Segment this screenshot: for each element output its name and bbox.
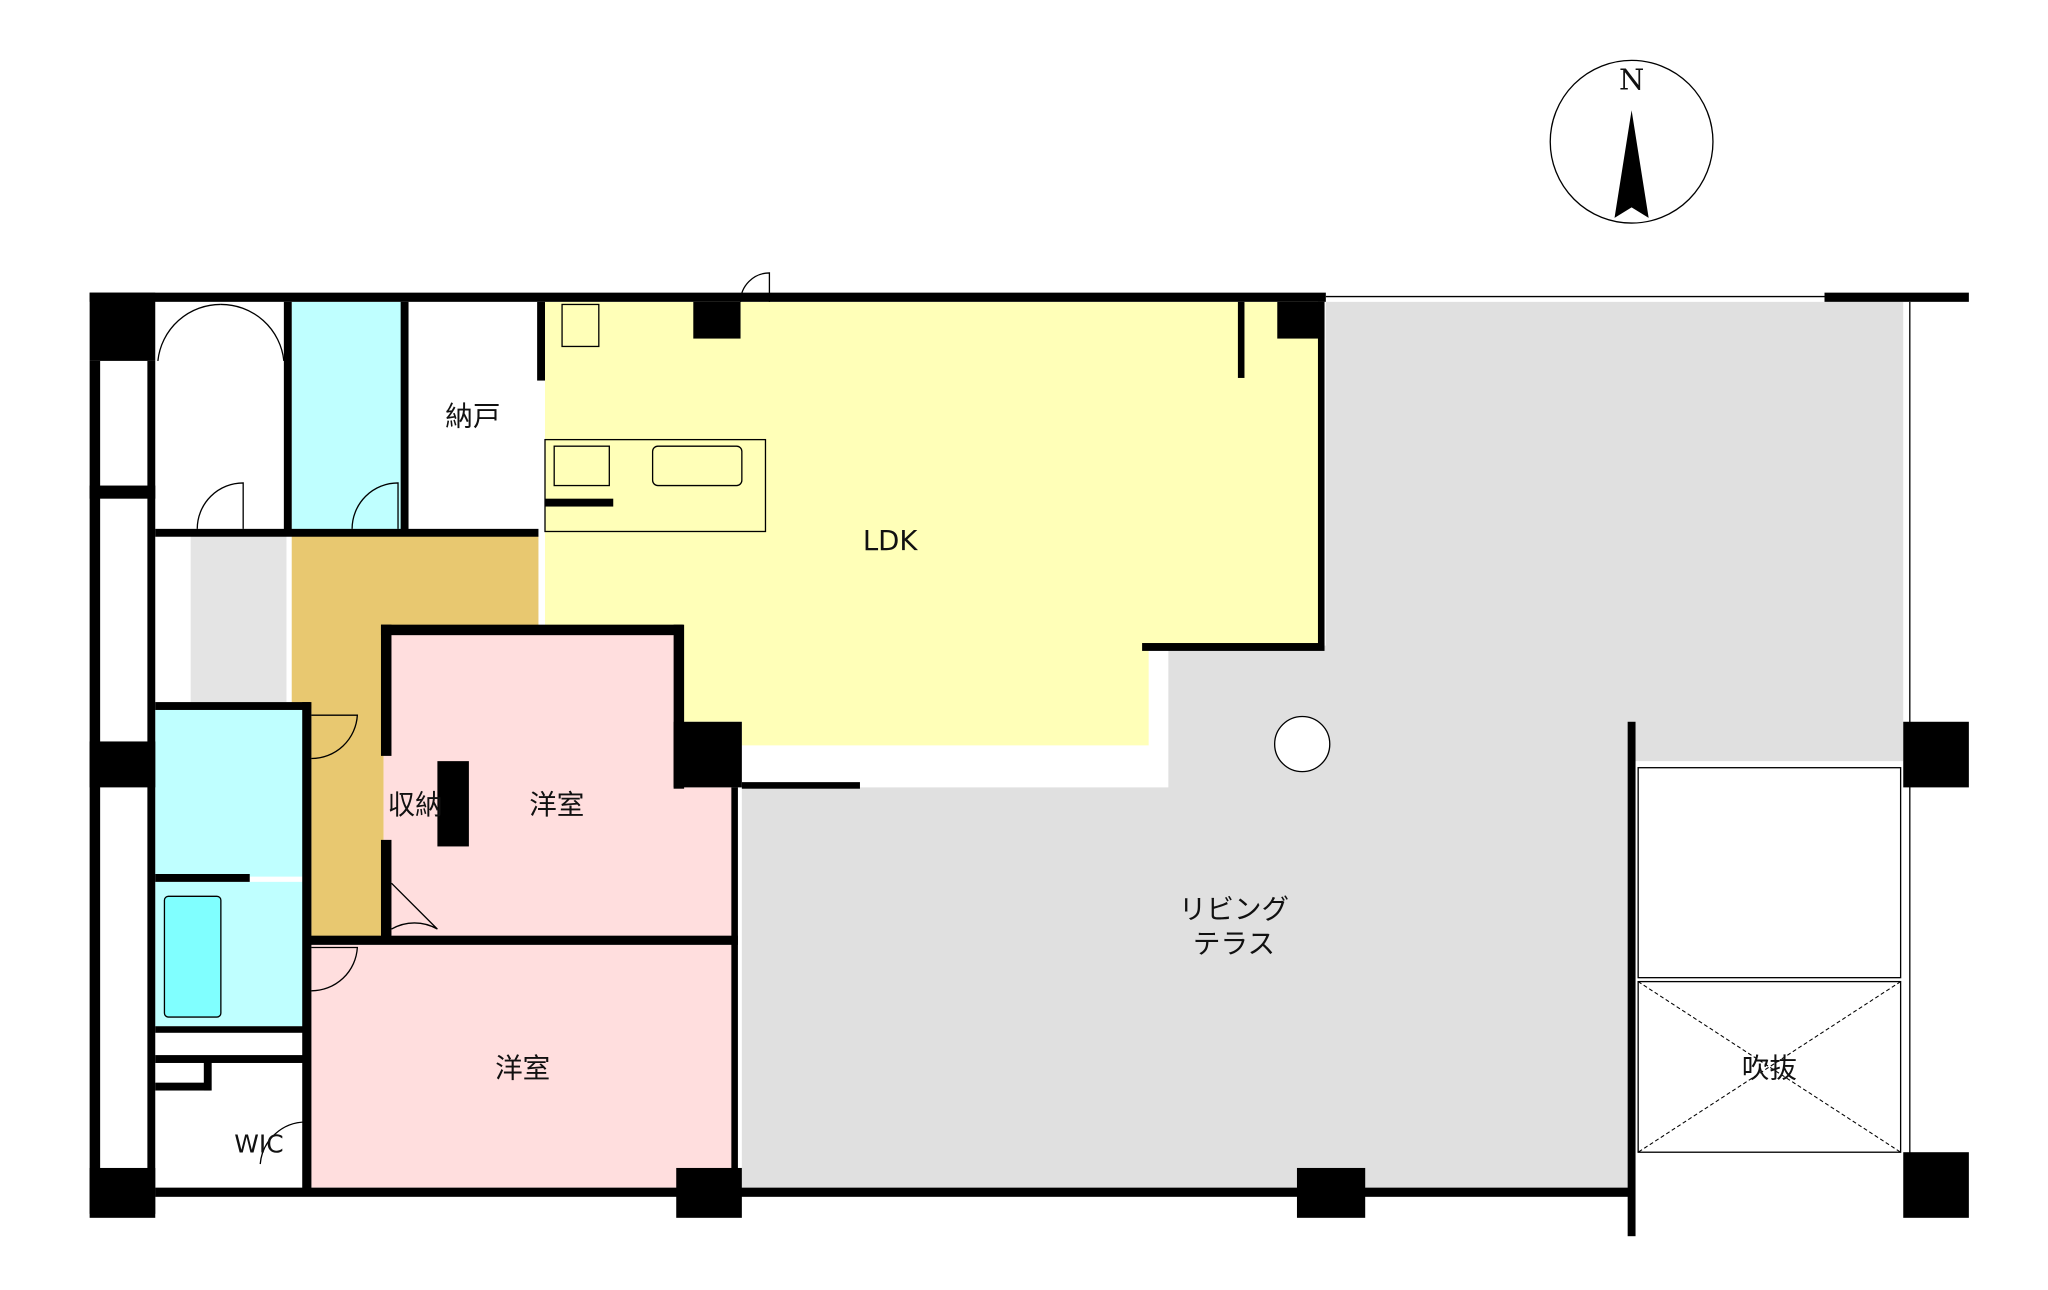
kitchen-counter	[544, 438, 767, 533]
right-balcony	[1637, 767, 1902, 979]
label-storage-room: 納戸	[445, 400, 500, 432]
compass: N	[1549, 59, 1714, 224]
sink-icon	[651, 445, 743, 487]
label-living-terrace-2: テラス	[1193, 928, 1275, 960]
toilet	[291, 301, 402, 532]
bathtub	[163, 895, 222, 1018]
door-swings	[157, 272, 771, 1165]
washroom	[155, 708, 305, 877]
bedroom-2	[311, 944, 736, 1188]
label-closet: 収納	[388, 789, 443, 821]
fridge-icon	[561, 303, 600, 348]
label-wic: WIC	[234, 1130, 283, 1159]
genkan	[190, 535, 287, 703]
label-western-room-2: 洋室	[495, 1053, 550, 1085]
north-arrow-icon	[1614, 110, 1649, 218]
wic-room	[155, 1060, 305, 1188]
label-western-room-1: 洋室	[529, 789, 584, 821]
void-area	[1637, 980, 1902, 1153]
walls	[89, 292, 1969, 1237]
label-living-terrace-1: リビング	[1179, 894, 1289, 926]
ldk-room	[545, 301, 1324, 746]
entrance-closet	[155, 301, 287, 532]
compass-north-label: N	[1619, 62, 1644, 96]
hallway	[291, 535, 539, 939]
storage-room	[407, 301, 539, 532]
label-ldk: LDK	[863, 525, 919, 557]
stove-icon	[553, 445, 610, 487]
column-round	[1273, 715, 1331, 773]
bedroom-1	[383, 629, 736, 939]
label-void: 吹抜	[1742, 1053, 1797, 1085]
